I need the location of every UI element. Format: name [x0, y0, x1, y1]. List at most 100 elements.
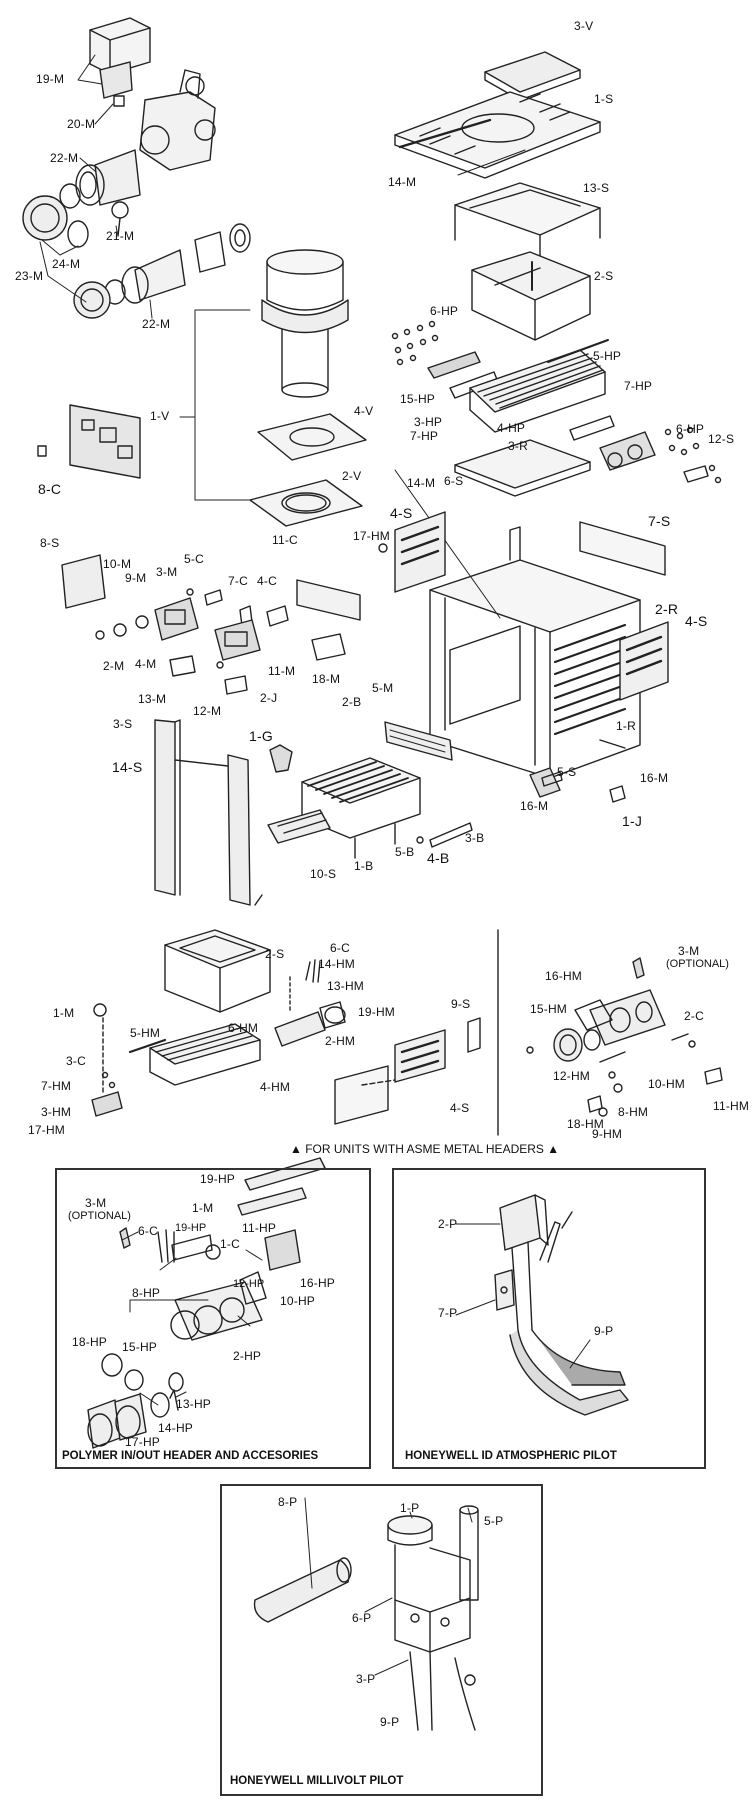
part-label-1-v: 1-V: [150, 409, 170, 423]
part-label-15-hp-polymer: 15-HP: [122, 1340, 158, 1354]
part-label-4-c: 4-C: [257, 574, 277, 588]
asme-note: ▲ FOR UNITS WITH ASME METAL HEADERS ▲: [290, 1142, 560, 1156]
part-label-2-s-asme: 2-S: [265, 947, 285, 961]
part-label-7-hp-right: 7-HP: [624, 379, 653, 393]
part-label-5-hm: 5-HM: [130, 1026, 161, 1040]
heat-exchanger: [391, 320, 722, 497]
part-label-15-hm: 15-HM: [530, 1002, 568, 1016]
part-label-9-p-millivolt: 9-P: [380, 1715, 400, 1729]
asme-note-text: FOR UNITS WITH ASME METAL HEADERS: [305, 1142, 544, 1156]
part-label-2-hp: 2-HP: [233, 1349, 262, 1363]
part-label-4-s: 4-S: [390, 505, 413, 521]
optional-note: (OPTIONAL): [666, 958, 729, 970]
part-label-16-m: 16-M: [640, 771, 669, 785]
part-label-1-m-polymer: 1-M: [192, 1201, 214, 1215]
part-label-3-v: 3-V: [574, 19, 594, 33]
asme-header-parts: [526, 957, 723, 1117]
part-label-16-hp: 16-HP: [300, 1276, 336, 1290]
part-label-3-p: 3-P: [356, 1672, 376, 1686]
part-label-18-hm: 18-HM: [567, 1117, 605, 1131]
top-cover-assembly: [394, 51, 601, 341]
part-label-1-p: 1-P: [400, 1501, 420, 1515]
part-label-11-hp: 11-HP: [242, 1221, 277, 1235]
polymer-header-panel: [55, 1168, 371, 1469]
control-board: [37, 404, 141, 479]
part-label-23-m: 23-M: [15, 269, 44, 283]
part-label-10-s: 10-S: [310, 867, 337, 881]
part-label-13-m: 13-M: [138, 692, 167, 706]
part-label-13-hp: 13-HP: [176, 1397, 212, 1411]
part-label-4-hm: 4-HM: [260, 1080, 291, 1094]
part-label-4-b: 4-B: [427, 850, 450, 866]
part-label-2-v: 2-V: [342, 469, 362, 483]
part-label-24-m: 24-M: [52, 257, 81, 271]
part-label-19-hp: 19-HP: [200, 1172, 236, 1186]
part-label-10-m: 10-M: [103, 557, 132, 571]
part-label-13-hm: 13-HM: [327, 979, 365, 993]
part-label-5-b: 5-B: [395, 845, 415, 859]
part-label-14-m-mid: 14-M: [407, 476, 436, 490]
part-label-5-s: 5-S: [557, 765, 577, 779]
part-label-2-j: 2-J: [260, 691, 278, 705]
part-label-11-hm: 11-HM: [713, 1099, 750, 1113]
cabinet: [378, 469, 669, 779]
part-label-3-m-polymer: 3-M: [85, 1196, 107, 1210]
part-label-1-r: 1-R: [616, 719, 636, 733]
part-label-6-p: 6-P: [352, 1611, 372, 1625]
part-label-1-m: 1-M: [53, 1006, 75, 1020]
part-label-21-m: 21-M: [106, 229, 135, 243]
millivolt-caption: HONEYWELL MILLIVOLT PILOT: [230, 1775, 404, 1787]
part-label-6-hp-right: 6-HP: [676, 422, 705, 436]
part-label-9-p: 9-P: [594, 1324, 614, 1338]
part-label-6-hp: 6-HP: [430, 304, 459, 318]
part-label-18-m: 18-M: [312, 672, 341, 686]
part-label-14-hm: 14-HM: [318, 957, 356, 971]
part-label-6-c-polymer: 6-C: [138, 1224, 158, 1238]
part-label-8-hm: 8-HM: [618, 1105, 649, 1119]
id-pilot-drawing: [494, 1194, 629, 1416]
part-label-3-c: 3-C: [66, 1054, 86, 1068]
part-label-12-hm: 12-HM: [553, 1069, 591, 1083]
part-label-17-hm-lower: 17-HM: [28, 1123, 66, 1137]
part-label-3-hp: 3-HP: [414, 415, 443, 429]
part-label-7-hm: 7-HM: [41, 1079, 72, 1093]
part-label-8-hp: 8-HP: [132, 1286, 161, 1300]
part-label-9-m: 9-M: [125, 571, 147, 585]
part-label-17-hp: 17-HP: [125, 1435, 161, 1449]
part-label-6-hm: 6-HM: [228, 1021, 259, 1035]
part-label-7-p: 7-P: [438, 1306, 458, 1320]
part-label-19-hm: 19-HM: [358, 1005, 396, 1019]
part-label-8-c: 8-C: [38, 481, 62, 497]
part-label-5-m: 5-M: [372, 681, 394, 695]
part-label-4-hp: 4-HP: [497, 421, 526, 435]
part-label-7-s: 7-S: [648, 513, 671, 529]
part-label-19-m: 19-M: [36, 72, 65, 86]
millivolt-pilot-panel: [220, 1484, 543, 1796]
part-label-4-m: 4-M: [135, 657, 157, 671]
part-label-10-hp: 10-HP: [280, 1294, 316, 1308]
part-label-16-hm: 16-HM: [545, 969, 583, 983]
part-label-7-hp: 7-HP: [410, 429, 439, 443]
vent-assembly: [249, 249, 367, 527]
part-label-2-m: 2-M: [103, 659, 125, 673]
part-label-20-m: 20-M: [67, 117, 96, 131]
part-label-4-s-right: 4-S: [685, 613, 708, 629]
part-label-19-hp-small: 19-HP: [175, 1222, 207, 1234]
controls-cluster: [61, 554, 361, 695]
part-label-17-hm: 17-HM: [353, 529, 391, 543]
part-label-7-c: 7-C: [228, 574, 248, 588]
part-label-2-p: 2-P: [438, 1217, 458, 1231]
part-label-2-c: 2-C: [684, 1009, 704, 1023]
part-label-4-s-asme: 4-S: [450, 1101, 470, 1115]
part-label-2-r: 2-R: [655, 601, 679, 617]
part-label-22-m-lower: 22-M: [142, 317, 171, 331]
polymer-caption: POLYMER IN/OUT HEADER AND ACCESORIES: [62, 1450, 319, 1462]
polymer-header-drawing: [87, 1157, 326, 1449]
id-pilot-panel: [392, 1168, 706, 1469]
gas-valve-assembly: [22, 17, 251, 319]
part-label-1-s: 1-S: [594, 92, 614, 106]
part-label-1-g: 1-G: [249, 728, 273, 744]
burner-tray: [267, 721, 626, 859]
